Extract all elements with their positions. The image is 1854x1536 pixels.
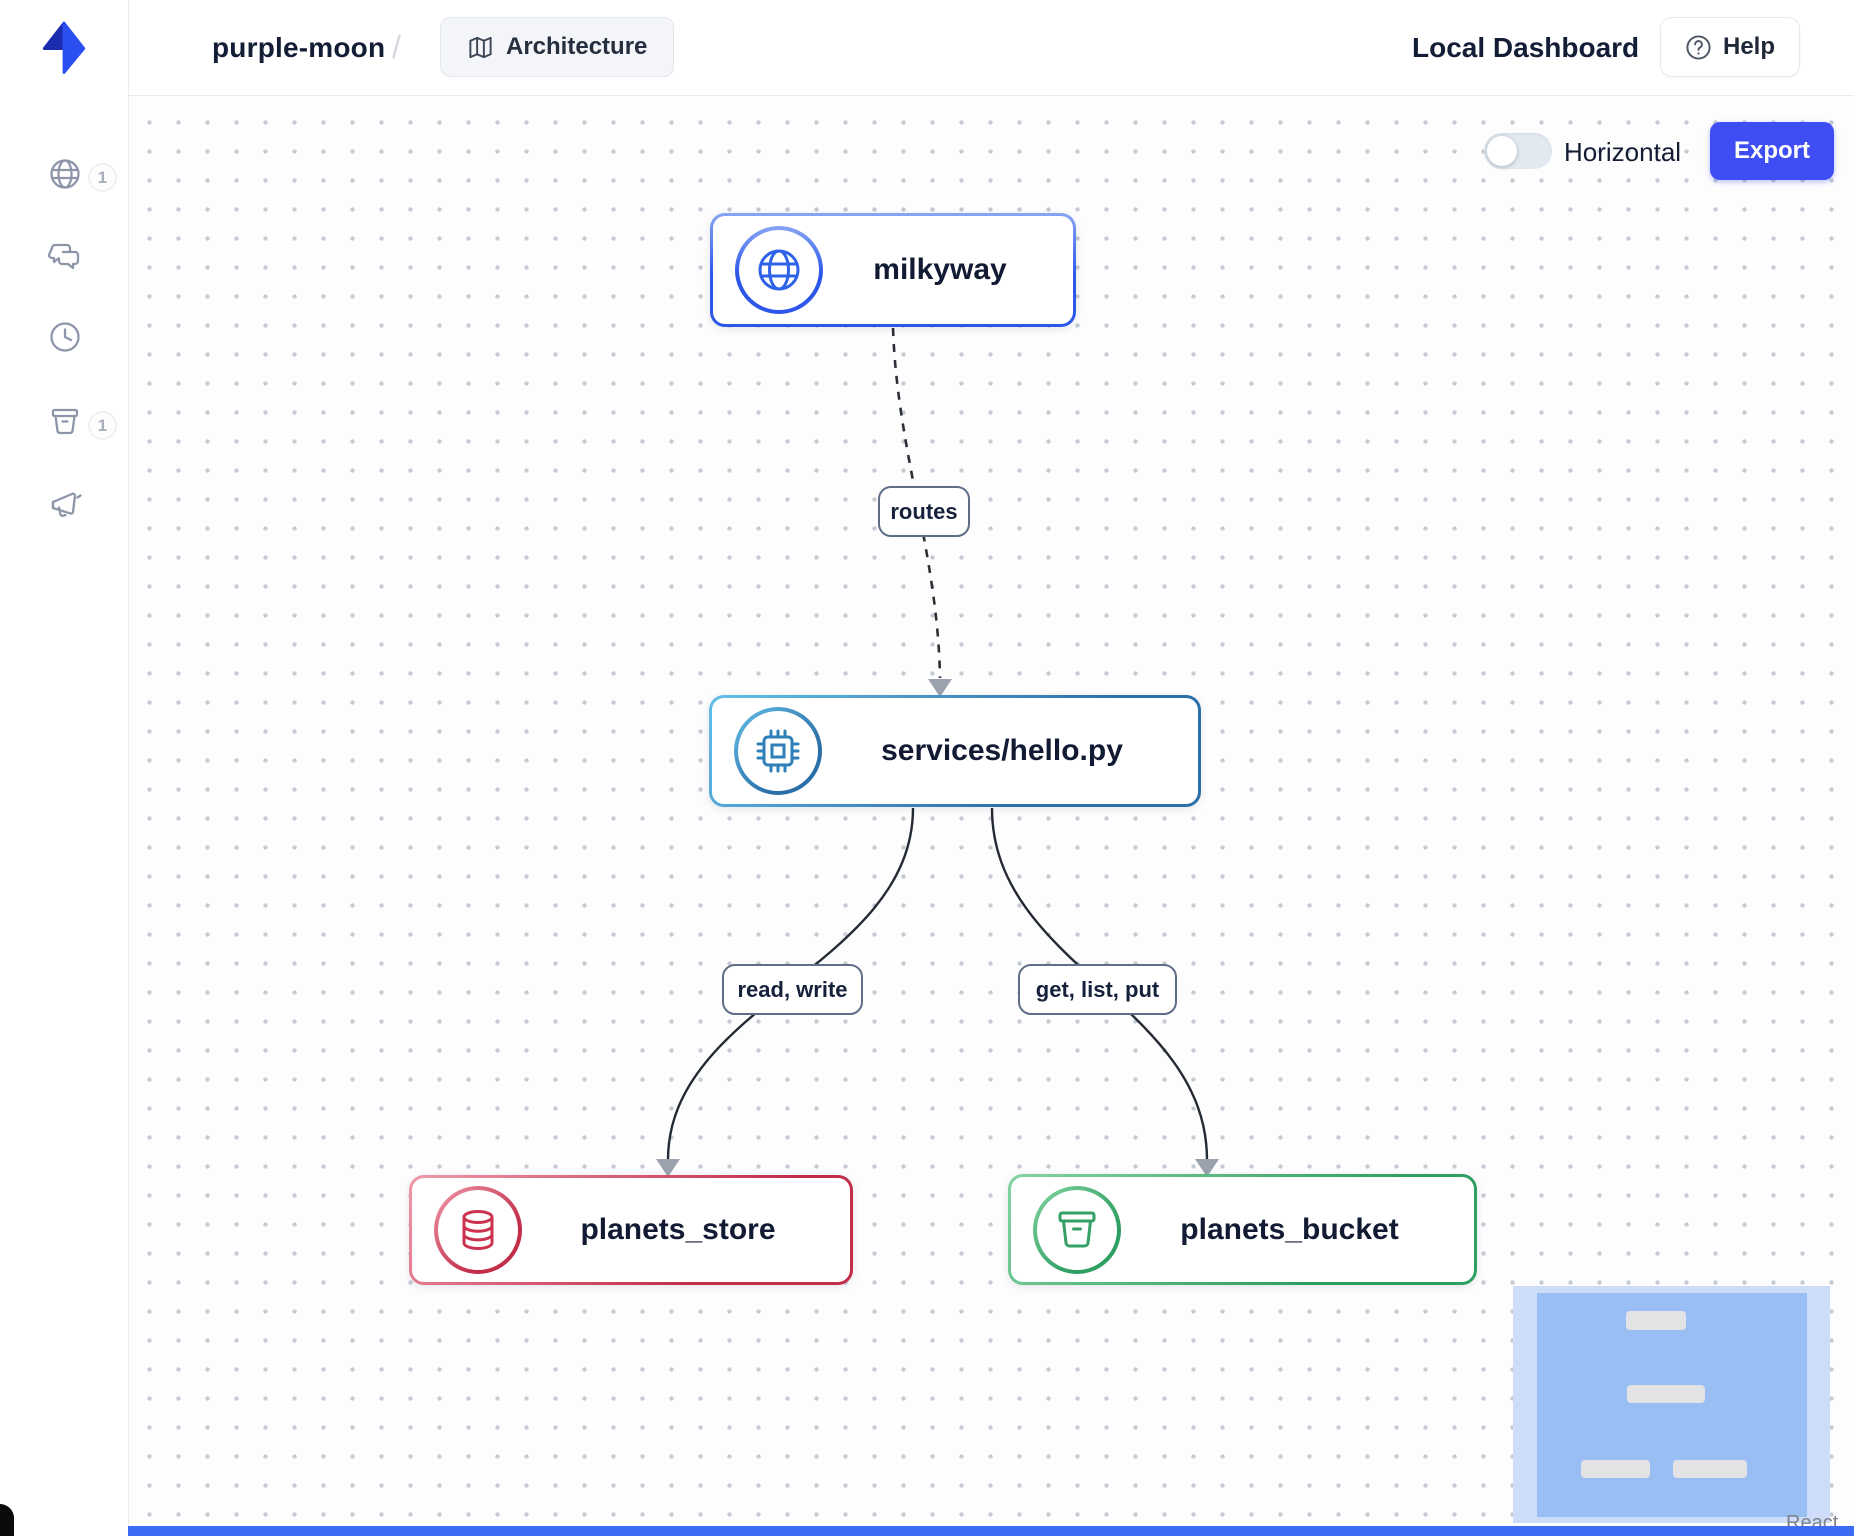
tab-architecture[interactable]: Architecture	[440, 17, 675, 77]
edge-label-get-list-put: get, list, put	[1018, 964, 1177, 1015]
sidebar-item-chat[interactable]	[40, 229, 120, 285]
edge-label-routes: routes	[878, 486, 970, 537]
chat-icon	[48, 243, 80, 270]
sidebar-divider	[128, 0, 129, 1536]
node-label: planets_store	[580, 1213, 776, 1246]
breadcrumb-separator: /	[392, 29, 401, 65]
export-button[interactable]: Export	[1710, 122, 1834, 180]
bucket-icon	[1058, 1211, 1096, 1247]
node-planets-store[interactable]: planets_store	[409, 1175, 853, 1285]
node-planets-bucket[interactable]: planets_bucket	[1008, 1174, 1477, 1285]
help-button[interactable]: Help	[1660, 17, 1800, 77]
node-services-hello[interactable]: services/hello.py	[709, 695, 1201, 807]
sidebar-item-gateway[interactable]: 1	[40, 147, 120, 203]
sidebar-item-history[interactable]	[40, 310, 120, 366]
sidebar-item-storage[interactable]: 1	[40, 395, 120, 451]
cpu-icon	[756, 729, 800, 773]
node-label: services/hello.py	[881, 734, 1123, 767]
help-button-label: Help	[1722, 33, 1775, 60]
logo-icon	[42, 21, 86, 74]
database-icon	[462, 1210, 494, 1250]
clock-icon	[50, 322, 80, 352]
edge-label-read-write: read, write	[722, 964, 863, 1015]
megaphone-icon	[51, 492, 82, 518]
minimap[interactable]	[1513, 1286, 1830, 1523]
header-divider	[129, 95, 1854, 96]
app-logo[interactable]	[40, 16, 88, 74]
horizontal-toggle[interactable]	[1484, 133, 1552, 169]
globe-icon	[50, 159, 80, 189]
node-label: planets_bucket	[1180, 1212, 1399, 1246]
tab-architecture-label: Architecture	[506, 33, 648, 60]
bottom-accent-bar	[128, 1526, 1854, 1536]
map-icon	[469, 36, 492, 58]
node-milkyway[interactable]: milkyway	[710, 213, 1076, 327]
sidebar-badge: 1	[88, 163, 117, 192]
minimap-node	[1581, 1460, 1650, 1478]
bucket-icon	[51, 408, 79, 435]
question-icon	[1686, 34, 1711, 60]
sidebar-item-announcements[interactable]	[40, 477, 120, 533]
toggle-knob	[1487, 136, 1517, 166]
globe-icon	[758, 249, 800, 291]
top-bar: purple-moon / Architecture Local Dashboa…	[0, 0, 1854, 95]
sidebar-badge: 1	[88, 411, 117, 440]
minimap-node	[1673, 1460, 1747, 1478]
minimap-viewport	[1537, 1293, 1807, 1517]
export-button-label: Export	[1733, 137, 1810, 164]
horizontal-toggle-label: Horizontal	[1564, 136, 1682, 167]
node-label: milkyway	[873, 253, 1007, 286]
minimap-node	[1626, 1311, 1686, 1330]
minimap-node	[1627, 1385, 1705, 1403]
corner-blob	[0, 1504, 14, 1536]
breadcrumb-project[interactable]: purple-moon	[212, 31, 386, 63]
environment-label: Local Dashboard	[1412, 31, 1640, 63]
